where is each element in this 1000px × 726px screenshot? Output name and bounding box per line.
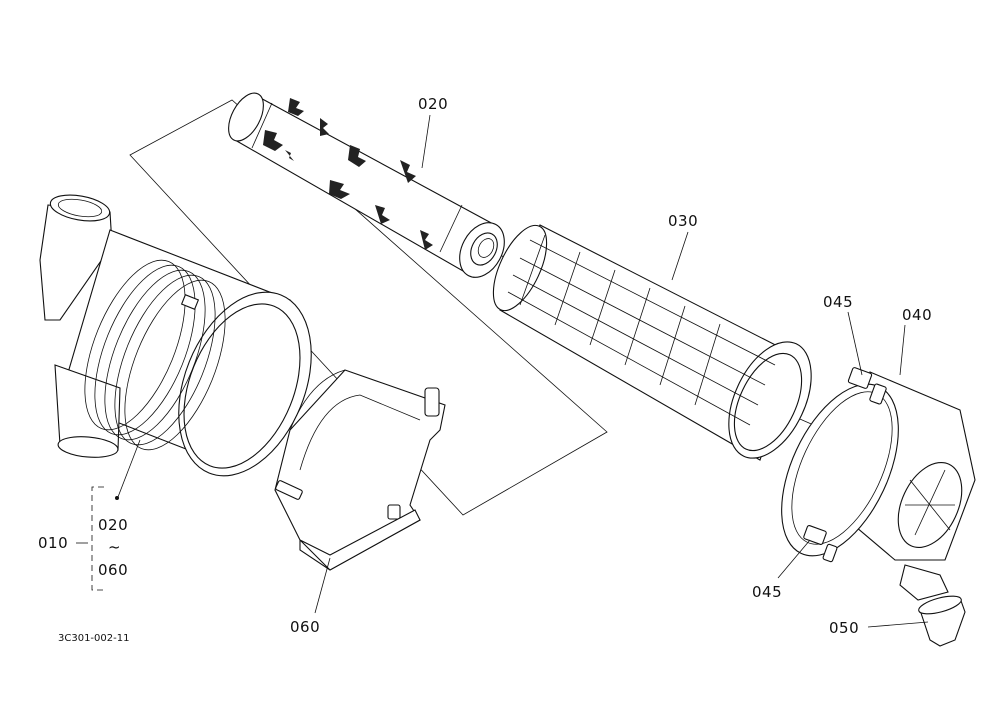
part-045-clamp-top [847, 367, 887, 405]
leader-010-dot [115, 496, 119, 500]
leader-030 [671, 231, 689, 281]
label-020: 020 [418, 95, 448, 113]
part-010-housing [39, 194, 312, 477]
label-050: 050 [829, 619, 859, 637]
label-010: 010 [38, 534, 68, 552]
part-050-valve [918, 595, 966, 647]
label-045-bottom: 045 [752, 583, 782, 601]
leader-050 [867, 621, 929, 628]
leader-040 [899, 324, 906, 376]
leader-060 [314, 557, 331, 614]
part-045-clamp-bottom [803, 525, 838, 563]
part-040-cover [781, 371, 976, 601]
label-030: 030 [668, 212, 698, 230]
label-040: 040 [902, 306, 932, 324]
part-030-outer-element [492, 224, 812, 461]
leader-010 [117, 439, 141, 498]
cover-rib-cross [905, 469, 955, 536]
label-range-end: 060 [98, 561, 128, 579]
label-range-sep: ~ [108, 538, 121, 556]
label-060: 060 [290, 618, 320, 636]
leader-045-top [847, 311, 863, 376]
leader-020 [421, 114, 431, 169]
range-bracket [91, 486, 104, 591]
label-range-start: 020 [98, 516, 128, 534]
leader-045-bottom [777, 539, 811, 579]
part-060-bracket [274, 369, 446, 571]
mesh-pattern [507, 234, 776, 426]
label-045-top: 045 [823, 293, 853, 311]
drawing-code: 3C301-002-11 [58, 633, 129, 644]
housing-ribs [84, 259, 226, 451]
part-020-inner-element [228, 92, 505, 278]
